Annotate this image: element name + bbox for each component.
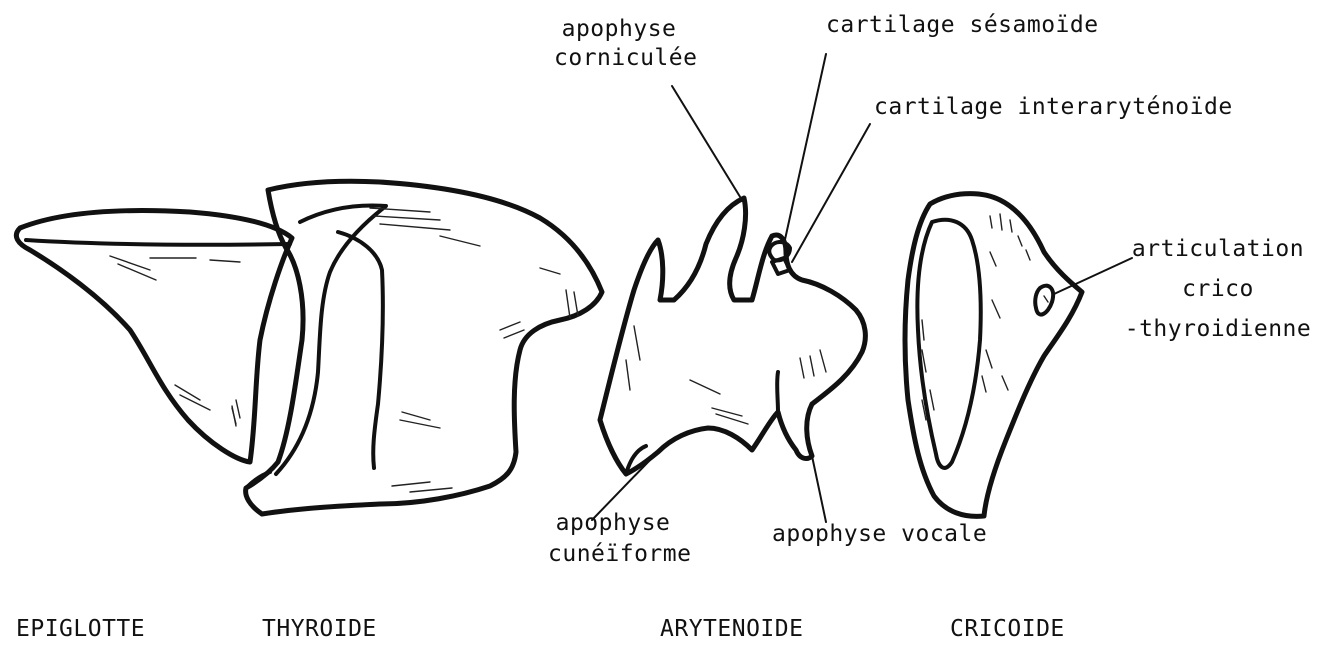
label-cartilage-sesamoide: cartilage sésamoïde (826, 14, 1099, 37)
cricoid-inner-outline (917, 220, 980, 468)
caption-cricoide: CRICOIDE (950, 618, 1065, 641)
leader-vocale (812, 456, 826, 522)
caption-epiglotte: EPIGLOTTE (16, 618, 145, 641)
label-corniculee-line1: apophyse (554, 18, 684, 41)
crico-thyroid-facet (1035, 286, 1053, 315)
leader-interarytenoide (792, 124, 870, 262)
arytenoid-hatching (626, 326, 826, 424)
label-apophyse-corniculee: apophyse corniculée (554, 18, 684, 70)
label-apophyse-vocale: apophyse vocale (772, 523, 987, 546)
arytenoid-drawing (600, 198, 865, 474)
arytenoid-outline (600, 198, 865, 474)
thyroid-inner-curve-2 (338, 232, 383, 468)
label-articulation-crico-thyroidienne: articulation crico -thyroidienne (1118, 238, 1318, 341)
leader-sesamoide (784, 54, 826, 244)
label-articulation-line2: crico (1118, 278, 1318, 301)
label-articulation-line3: -thyroidienne (1118, 318, 1318, 341)
epiglottis-drawing (16, 211, 292, 462)
thyroid-outer-outline (246, 181, 602, 514)
epiglottis-outline (16, 211, 292, 462)
cricoid-drawing (905, 194, 1082, 517)
label-apophyse-cuneiforme: apophyse cunéïforme (548, 512, 678, 566)
caption-arytenoide: ARYTENOIDE (660, 618, 803, 641)
sesamoid-interarytenoid-drawing (769, 242, 790, 274)
caption-thyroide: THYROIDE (262, 618, 377, 641)
label-corniculee-line2: corniculée (554, 47, 684, 70)
label-cuneiforme-line2: cunéïforme (548, 543, 678, 566)
cricoid-outer-outline (905, 194, 1082, 517)
epiglottis-rim (26, 240, 290, 245)
label-articulation-line1: articulation (1118, 238, 1318, 261)
label-cuneiforme-line1: apophyse (548, 512, 678, 535)
label-cartilage-interarytenoide: cartilage interaryténoïde (874, 96, 1233, 119)
thyroid-notch (246, 472, 270, 488)
interarytenoid-cartilage-shape (772, 258, 790, 274)
arytenoid-vocal-process (777, 372, 778, 412)
thyroid-inner-curve-1 (276, 206, 386, 474)
leader-corniculee (672, 86, 742, 200)
thyroid-drawing (232, 181, 602, 514)
